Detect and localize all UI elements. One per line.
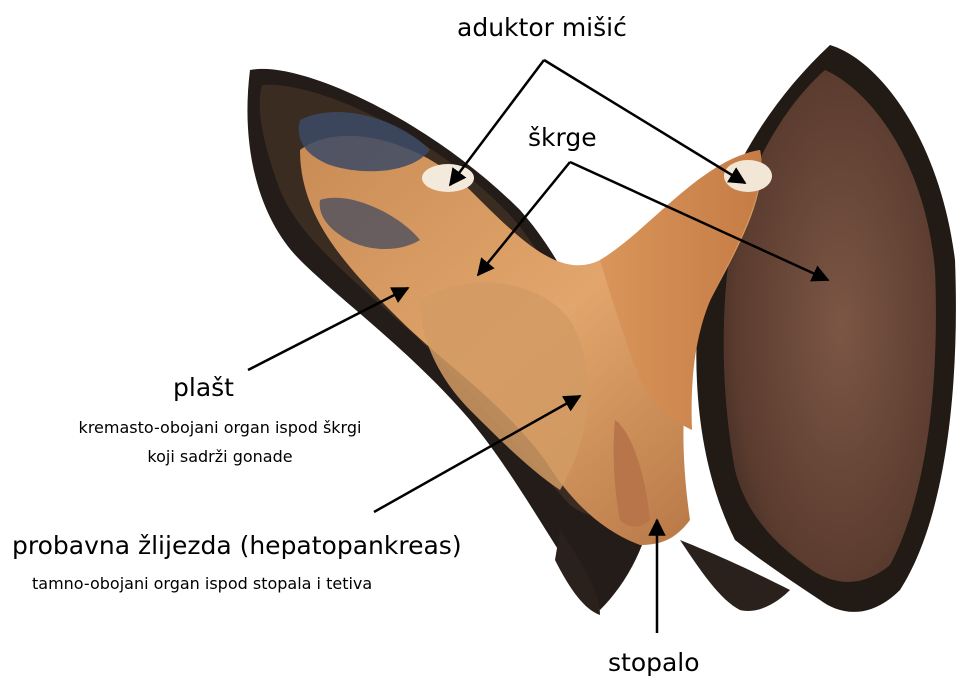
label-adductor-muscle: aduktor mišić [457, 13, 627, 42]
label-mantle: plašt [173, 373, 234, 402]
label-mantle-description-2: koji sadrži gonade [30, 447, 410, 466]
right-shell-valve [696, 45, 956, 612]
label-digestive-description: tamno-obojani organ ispod stopala i teti… [32, 574, 372, 593]
label-digestive-gland: probavna žlijezda (hepatopankreas) [12, 531, 462, 560]
label-mantle-description-1: kremasto-obojani organ ispod škrgi [30, 418, 410, 437]
label-gills: škrge [528, 123, 597, 152]
label-foot: stopalo [608, 648, 700, 677]
left-adductor-muscle [422, 164, 474, 192]
